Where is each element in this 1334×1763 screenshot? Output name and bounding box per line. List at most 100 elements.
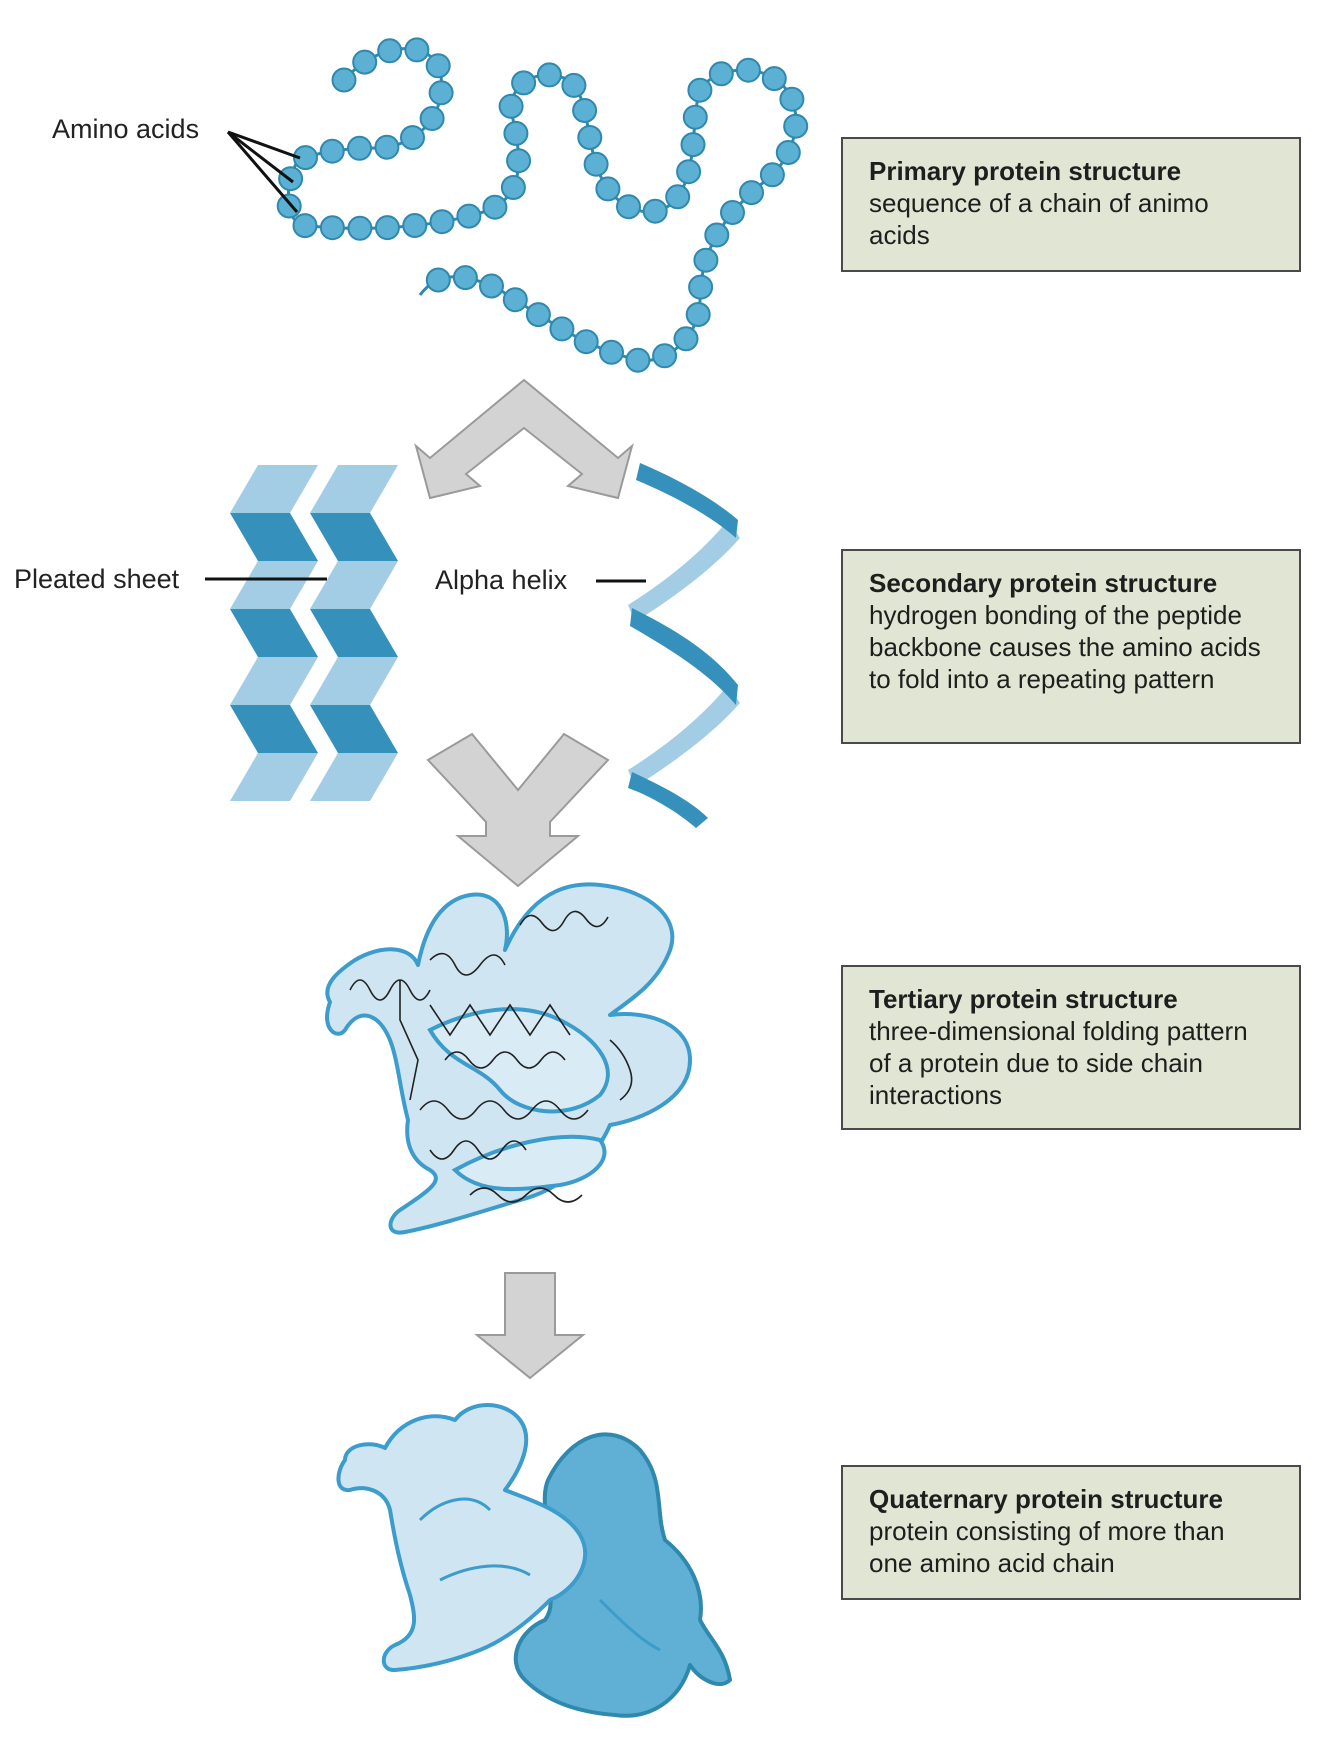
amino-acid-bead — [402, 213, 428, 238]
amino-acid-bead — [347, 215, 373, 241]
amino-acid-bead — [687, 77, 713, 103]
amino-acid-bead — [456, 203, 482, 229]
stage-box-tertiary: Tertiary protein structure three-dimensi… — [841, 965, 1301, 1130]
amino-acid-bead — [498, 93, 524, 119]
amino-acid-bead — [374, 134, 400, 160]
amino-acid-bead — [319, 215, 345, 241]
amino-acid-bead — [693, 247, 719, 273]
amino-acid-bead — [704, 222, 730, 248]
stage-description-tertiary: three-dimensional folding pattern of a p… — [869, 1016, 1248, 1110]
stage-title-tertiary: Tertiary protein structure — [869, 984, 1178, 1014]
amino-acid-bead — [292, 213, 318, 239]
pleated-sheet-segment — [310, 705, 398, 753]
amino-acid-bead — [761, 66, 787, 92]
amino-acid-bead — [652, 343, 678, 369]
stage-title-primary: Primary protein structure — [869, 156, 1182, 186]
arrow-merge-icon — [426, 732, 610, 888]
amino-acid-bead — [577, 125, 603, 150]
pleated-sheet-segment — [310, 657, 398, 705]
stage-title-quaternary: Quaternary protein structure — [869, 1484, 1223, 1514]
amino-acid-bead — [276, 193, 302, 219]
amino-acid-bead — [293, 145, 318, 171]
amino-acid-bead — [331, 67, 357, 93]
amino-acid-bead — [482, 194, 508, 220]
amino-acid-bead — [400, 125, 425, 151]
amino-acid-bead — [572, 98, 598, 123]
amino-acid-bead — [685, 302, 711, 327]
amino-acid-bead — [775, 140, 801, 165]
pleated-sheet-segment — [230, 609, 318, 657]
pleated-sheet-graphic — [230, 465, 398, 801]
pleated-sheet-segment — [230, 513, 318, 561]
alpha-helix-graphic — [628, 463, 740, 828]
amino-acid-bead — [561, 72, 587, 98]
pleated-sheet-segment — [310, 561, 398, 609]
pleated-sheet-segment — [310, 465, 398, 513]
amino-acid-bead — [525, 302, 551, 328]
pleated-sheet-segment — [310, 609, 398, 657]
amino-acid-bead — [428, 80, 454, 106]
amino-acid-bead — [599, 339, 624, 365]
amino-acid-bead — [452, 265, 478, 291]
amino-acid-bead — [680, 132, 706, 158]
pleated-sheet-segment — [230, 657, 318, 705]
pleated-sheet-segment — [230, 561, 318, 609]
amino-acids-pointer — [226, 130, 301, 213]
amino-acid-bead — [642, 198, 668, 224]
label-amino-acids: Amino acids — [52, 114, 200, 144]
amino-acid-chain — [276, 37, 809, 373]
pleated-sheet-segment — [230, 465, 318, 513]
pleated-sheet-segment — [230, 705, 318, 753]
amino-acid-bead — [735, 57, 761, 83]
amino-acid-bead — [374, 215, 400, 241]
amino-acid-bead — [783, 113, 809, 139]
label-alpha-helix: Alpha helix — [435, 565, 568, 595]
amino-acid-bead — [665, 184, 691, 210]
amino-acid-bead — [739, 180, 764, 206]
amino-acid-bead — [682, 104, 708, 130]
amino-acid-bead — [549, 316, 575, 342]
amino-acid-bead — [500, 175, 526, 200]
amino-acid-bead — [377, 38, 403, 64]
amino-acid-bead — [419, 106, 445, 131]
amino-acid-bead — [779, 86, 805, 112]
pleated-sheet-segment — [310, 753, 398, 801]
stage-description-secondary: hydrogen bonding of the peptide backbone… — [869, 600, 1261, 694]
amino-acid-bead — [347, 135, 372, 161]
amino-acid-bead — [573, 329, 599, 355]
pleated-sheet-segment — [230, 753, 318, 801]
quaternary-structure-graphic — [336, 1403, 732, 1718]
stage-box-secondary: Secondary protein structure hydrogen bon… — [841, 549, 1301, 744]
amino-acid-bead — [352, 49, 378, 75]
amino-acid-bead — [502, 287, 528, 313]
amino-acid-bead — [616, 194, 641, 220]
amino-acid-bead — [673, 326, 699, 352]
amino-acid-bead — [676, 159, 702, 185]
tertiary-structure-graphic — [325, 882, 692, 1235]
amino-acid-bead — [511, 70, 537, 96]
label-pleated-sheet: Pleated sheet — [14, 564, 180, 594]
arrow-down-icon — [474, 1272, 586, 1380]
pleated-sheet-segment — [310, 513, 398, 561]
amino-acid-bead — [503, 120, 529, 146]
stage-description-primary: sequence of a chain of animo acids — [869, 188, 1209, 250]
amino-acid-bead — [688, 274, 714, 300]
stage-description-quaternary: protein consisting of more than one amin… — [869, 1516, 1225, 1578]
amino-acid-bead — [595, 176, 621, 202]
arrow-split-icon — [414, 378, 634, 500]
amino-acid-bead — [425, 53, 451, 79]
amino-acid-bead — [319, 138, 345, 164]
amino-acid-bead — [720, 200, 745, 225]
amino-acid-bead — [759, 162, 785, 188]
amino-acid-bead — [429, 209, 455, 235]
stage-box-primary: Primary protein structure sequence of a … — [841, 137, 1301, 272]
amino-acid-bead — [404, 37, 430, 63]
amino-acid-bead — [583, 151, 609, 177]
amino-acid-bead — [536, 62, 562, 88]
stage-title-secondary: Secondary protein structure — [869, 568, 1218, 598]
amino-acid-bead — [425, 267, 451, 293]
stage-box-quaternary: Quaternary protein structure protein con… — [841, 1465, 1301, 1600]
amino-acid-bead — [708, 61, 734, 87]
amino-acid-bead — [625, 347, 651, 373]
